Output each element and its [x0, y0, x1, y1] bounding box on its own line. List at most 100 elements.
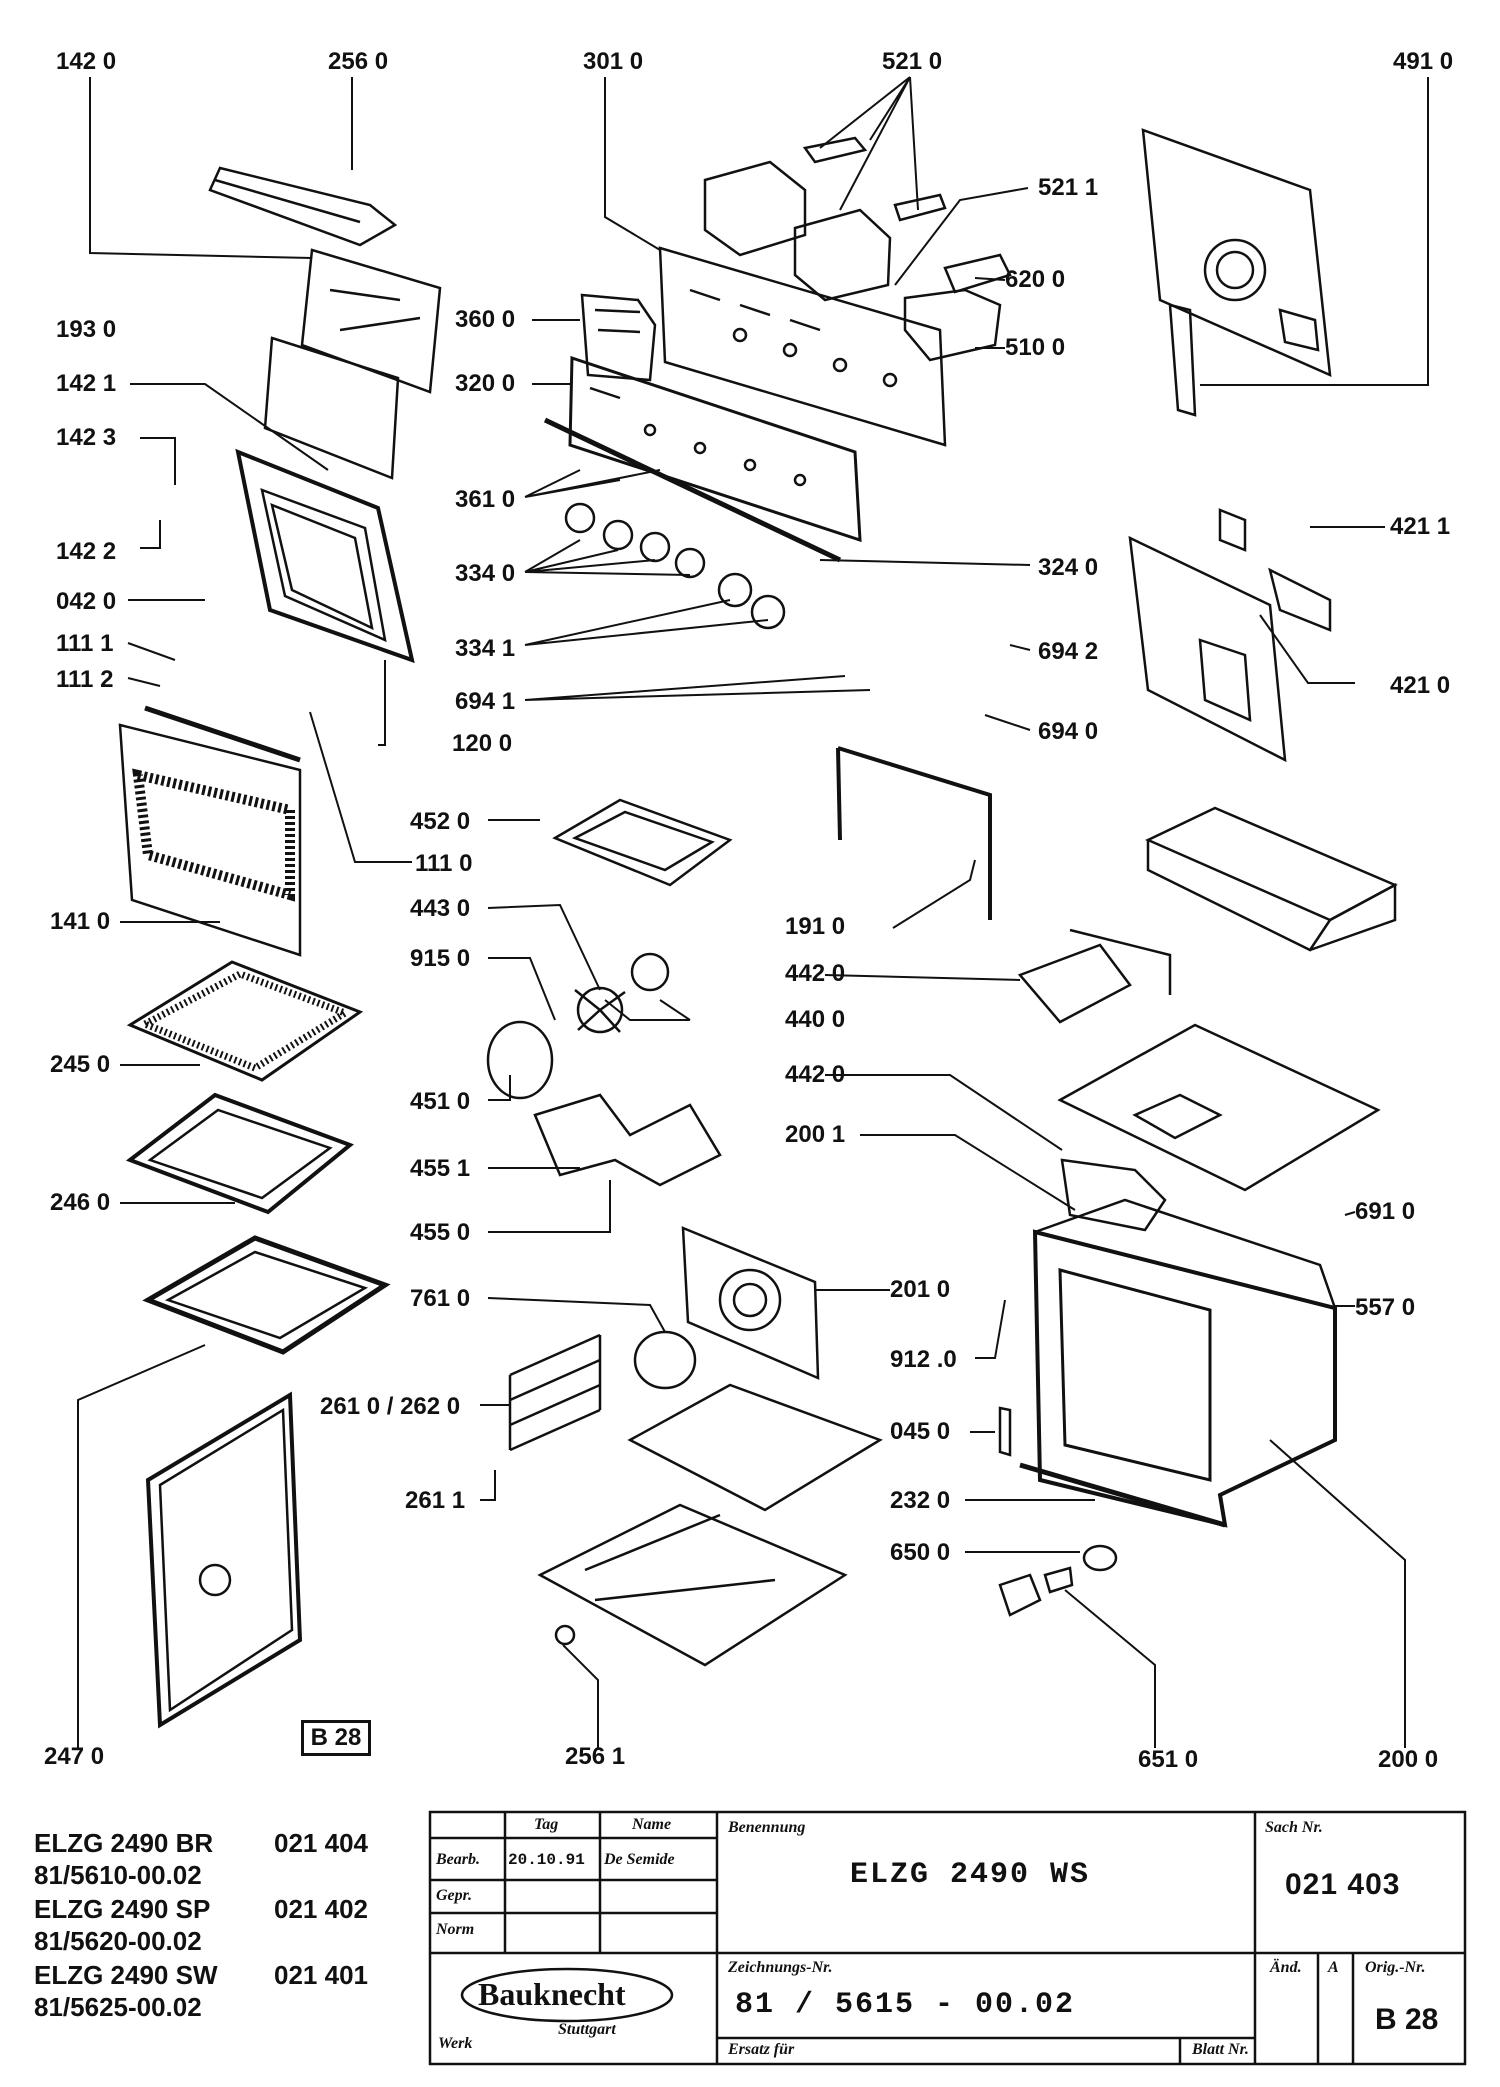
part-label: 334 1	[455, 635, 516, 662]
orig-label: Orig.-Nr.	[1365, 1959, 1426, 1976]
part-label: 324 0	[1038, 554, 1099, 581]
sach-label: Sach Nr.	[1265, 1819, 1323, 1836]
product-name: ELZG 2490 WS	[850, 1858, 1091, 1892]
variant-drawing: 81/5610-00.02	[34, 1860, 202, 1890]
part-label: 361 0	[455, 486, 516, 513]
leader-lines	[77, 76, 1429, 1748]
part-320-0-control-panel	[543, 355, 862, 563]
part-label: 111 2	[56, 666, 114, 693]
part-label: 320 0	[455, 370, 516, 397]
benennung-label: Benennung	[728, 1819, 806, 1836]
part-521-0-switches	[703, 136, 947, 302]
variant-drawing: 81/5625-00.02	[34, 1992, 202, 2022]
part-label: 442 0	[785, 960, 846, 987]
variant-row: ELZG 2490 SW 021 401	[34, 1960, 368, 1990]
part-label: 111 0	[415, 850, 473, 877]
part-label: 247 0	[44, 1743, 105, 1770]
part-141-0-door-panel	[118, 705, 302, 957]
part-120-0-door-frame	[235, 448, 415, 664]
part-heater-plate	[1057, 1023, 1381, 1192]
part-label: 200 0	[1378, 1746, 1439, 1773]
part-label: 451 0	[410, 1088, 471, 1115]
part-142-0-glass	[300, 248, 442, 394]
part-label: 521 0	[882, 48, 943, 75]
part-247-0-pan	[142, 1235, 391, 1355]
part-label: 650 0	[890, 1539, 951, 1566]
part-246-0-tray	[125, 1092, 354, 1215]
part-620-0-510-0-switches	[903, 253, 1012, 362]
part-label: 334 0	[455, 560, 516, 587]
part-452-0-element	[552, 798, 733, 887]
part-label: 045 0	[890, 1418, 951, 1445]
part-442-0-motor-b	[1060, 1158, 1167, 1232]
part-label: 200 1	[785, 1121, 846, 1148]
part-label: 455 0	[410, 1219, 471, 1246]
part-label: 510 0	[1005, 334, 1066, 361]
variant-row: ELZG 2490 SP 021 402	[34, 1894, 368, 1924]
title-block-frame	[428, 1810, 1467, 2066]
variant-model: ELZG 2490 SP	[34, 1894, 211, 1924]
part-label: 256 1	[565, 1743, 626, 1770]
part-261-0-rails	[508, 1333, 602, 1452]
part-label: 912 .0	[890, 1346, 957, 1373]
blatt-label: Blatt Nr.	[1192, 2041, 1249, 2058]
part-045-0-hinge	[998, 1406, 1012, 1457]
part-label: 694 2	[1038, 638, 1099, 665]
part-label: 301 0	[583, 48, 644, 75]
part-label: 232 0	[890, 1487, 951, 1514]
part-455-0-heating-element	[533, 1093, 722, 1187]
zeichnung-label: Zeichnungs-Nr.	[728, 1959, 833, 1976]
ersatz-label: Ersatz für	[728, 2041, 795, 2058]
part-245-0-grill-grid	[126, 960, 364, 1082]
part-label: 261 1	[405, 1487, 466, 1514]
part-201-0-fan-housing	[681, 1226, 820, 1380]
drawing-number: 81 / 5615 - 00.02	[735, 1988, 1076, 2022]
part-191-0-gasket	[836, 746, 992, 920]
part-200-0-oven-cavity	[1019, 1198, 1337, 1528]
col-name-header: Name	[632, 1816, 672, 1833]
part-label: 245 0	[50, 1051, 111, 1078]
part-label: 452 0	[410, 808, 471, 835]
part-491-0-rear-wall	[1141, 128, 1332, 417]
part-label: 915 0	[410, 945, 471, 972]
part-bottom-plates	[537, 1383, 883, 1667]
aend-index: A	[1328, 1959, 1339, 1976]
variant-model: ELZG 2490 SW	[34, 1960, 218, 1990]
part-label: 142 1	[56, 370, 117, 397]
part-label: 421 1	[1390, 513, 1451, 540]
variant-row: ELZG 2490 BR 021 404	[34, 1828, 368, 1858]
part-label: 142 3	[56, 424, 117, 451]
part-650-0-651-0-knobs	[998, 1544, 1118, 1617]
part-label: 421 0	[1390, 672, 1451, 699]
part-451-0-ring	[486, 1020, 554, 1100]
row-norm: Norm	[436, 1921, 475, 1938]
part-442-0-motor	[1017, 928, 1172, 1024]
part-inner-back-panel	[145, 1391, 303, 1729]
part-label: 142 2	[56, 538, 117, 565]
part-256-0-trim	[208, 166, 398, 247]
variant-model: ELZG 2490 BR	[34, 1828, 214, 1858]
part-label: 491 0	[1393, 48, 1454, 75]
part-label: 443 0	[410, 895, 471, 922]
part-label: 042 0	[56, 588, 117, 615]
bearb-date: 20.10.91	[508, 1851, 585, 1869]
part-256-1-foot	[554, 1624, 576, 1646]
part-label: 455 1	[410, 1155, 471, 1182]
part-label: 691 0	[1355, 1198, 1416, 1225]
part-761-0-seal	[633, 1330, 697, 1390]
part-label: 120 0	[452, 730, 513, 757]
company-logo: Bauknecht	[478, 1976, 626, 2012]
part-label: 440 0	[785, 1006, 846, 1033]
row-gepr: Gepr.	[436, 1887, 472, 1904]
werk-label: Werk	[438, 2035, 473, 2052]
part-label: 557 0	[1355, 1294, 1416, 1321]
part-label: 111 1	[56, 630, 114, 657]
part-360-0-switch	[580, 293, 657, 382]
part-label: 761 0	[410, 1285, 471, 1312]
part-label: 141 0	[50, 908, 111, 935]
part-421-0-bracket	[1128, 508, 1332, 763]
bearb-name: De Semide	[604, 1851, 675, 1868]
part-label: 261 0 / 262 0	[320, 1393, 461, 1420]
